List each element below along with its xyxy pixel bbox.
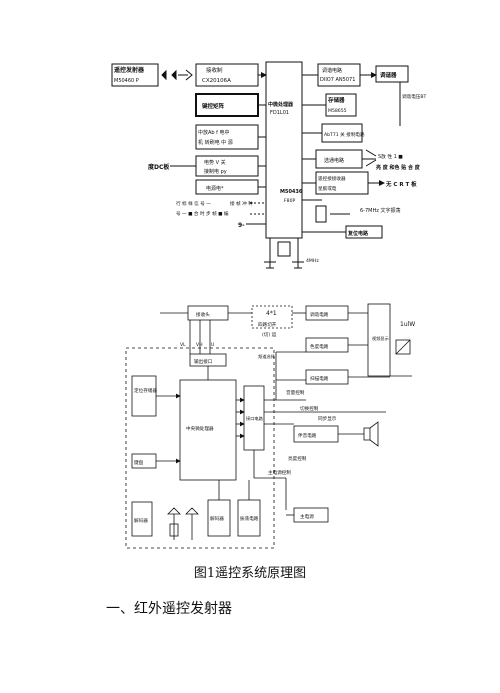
speaker-icon [363,427,371,441]
mcu-label-1: 中微处理器 [268,101,294,108]
chip-label: M50436 [280,189,303,195]
tuner-box [375,65,409,83]
g-label: 9- [238,222,245,229]
storage-label: 定位存储器 [134,387,157,394]
sound-label: S放 性 1 ■ [378,153,403,160]
memory-label-2: M58655 [328,108,347,114]
color-label: 亮 度 和色 贴 合 度 [376,164,421,171]
storage-box [131,375,157,417]
transmitter-box [111,63,159,87]
power-ctrl-label: 电源电* [206,185,224,192]
section-heading: 一、红外遥控发射器 [106,601,232,617]
osc-label: 振荡电路 [240,515,259,522]
audio-unit-label: 伴音电路 [298,432,317,439]
decoder-left-box [131,501,153,537]
remote-head-label: 接收头 [196,311,210,318]
transmitter-label: 遥控发射器 [114,66,145,74]
volume-label-2: 接制电 py [204,168,227,175]
video-label-1: 遥控接接收器 [318,175,346,182]
tuning-label-2: DIIO7 AN5071 [320,77,355,83]
row-label-1: 行 标 样 信 号 一 [176,200,211,207]
decoder-left-label: 解码器 [134,517,148,524]
cpu-box [179,379,237,481]
signal-box-note: 四路切开 [258,321,277,328]
color-unit-label: 色度电路 [310,343,329,350]
dc-board-label: 度DC板 [148,163,170,171]
cpu-label: 中央微处理器 [186,425,214,432]
diagram-1 [111,61,409,269]
signal-box-label: 4*1 [266,310,277,317]
vr-label: 频道选择 [258,353,276,360]
select-label: 选通电路 [324,157,344,164]
monitor-icon [395,339,411,355]
signal-vl: VL [180,342,186,348]
tuner-unit-label: 调谐电路 [310,311,329,318]
volume-ctrl-label: 音量控制 [286,389,305,396]
memory-label-1: 存储器 [328,96,345,104]
bright-label: 亮度控制 [288,455,307,462]
abt-label: AbT71 关 接制电路 [324,131,365,138]
keyboard-label: 键控矩阵 [201,102,225,110]
video-label-2: 星膨或电 [318,185,337,192]
volume-label-1: 电势 V 关 [204,159,226,166]
receiver-label-2: CX20106A [202,78,231,84]
crt-label: 无 C R T 板 [385,180,417,188]
receiver-label-1: 接收制 [206,66,223,74]
row-label-2: 号 一 ■ 合 时 步 帧 ■ 编 [176,210,229,217]
ir-arrow-icon [185,69,193,81]
lulw-label: 1ulW [400,321,415,328]
sync-ctrl-label: 同步显示 [318,416,337,422]
char-label: 6-7MHz 文字振荡 [360,207,400,214]
led-icon [167,507,199,515]
signal-box [251,305,293,329]
ir-diode-icon [161,69,177,81]
crystal-label: 4MHz [306,258,319,264]
side-panel-label: 视频显示 [372,335,389,342]
tuning-label-1: 调谐电路 [322,67,342,74]
analog-label-1: 中放Ab f 电中 [198,129,230,136]
figure-caption: 图1遥控系统原理图 [193,566,307,581]
side-panel-box [367,303,391,377]
line-ctrl-label: 切换控制 [300,405,319,412]
power-unit-label: 主电源 [300,513,314,520]
chip-label-2: F80P [284,198,295,204]
transmitter-chip: M50460 P [114,78,139,84]
scan-unit-label: 扫描电路 [310,375,329,382]
output-iface-label: 接口电路 [246,415,264,422]
mcu-label-2: FD1L01 [270,110,289,116]
signal-box-note2: (切) 运 [262,331,277,338]
power-ctrl-label: 主电源控制 [268,469,291,476]
chip-input-label: 输出接口 [194,358,213,365]
reset-label: 复位电路 [347,230,369,237]
diagram-2 [125,303,412,549]
signal-u: U [211,342,214,348]
mcu-box [265,61,303,239]
decoder-right-label: 解码器 [210,515,224,522]
signal-vh: VH [196,342,203,348]
sync-label: 接 帧 冲 种 [230,200,253,207]
diagram-2-labels: 接收头 VL VH U 4*1 四路切开 (切) 运 输出接口 定位存储器 中央… [134,310,415,524]
analog-label-2: 机 转刷电 中 源 [198,139,233,146]
tuner-label: 调谐器 [380,71,397,79]
tuner-side-label: 调谐电压BT [402,93,427,100]
keypad-label: 键盘 [134,459,144,466]
diagram-1-labels: 遥控发射器 M50460 P 接收制 CX20106A 键控矩阵 中微处理器 F… [114,66,427,264]
